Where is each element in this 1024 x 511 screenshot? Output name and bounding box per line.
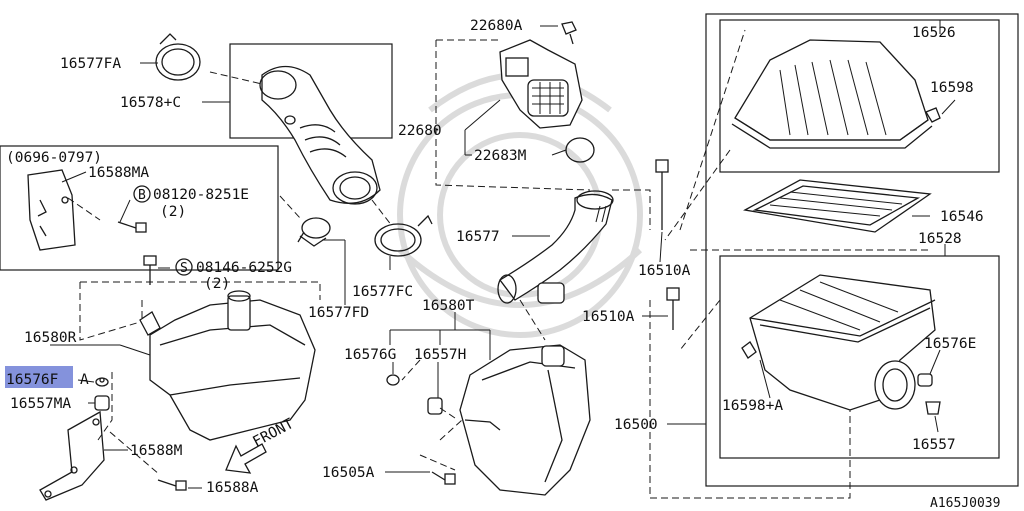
label-screw-qty: (2) (204, 276, 230, 292)
clamp-16577fc[interactable] (374, 214, 433, 257)
label-16510a-lower[interactable]: 16510A (582, 309, 635, 325)
bracket-16588ma[interactable] (27, 169, 76, 251)
screw-s-circle-mark (175, 258, 193, 276)
label-16580r[interactable]: 16580R (24, 330, 77, 346)
label-16557ma[interactable]: 16557MA (10, 396, 71, 412)
label-16577fa[interactable]: 16577FA (60, 56, 121, 72)
air-cleaner-upper-case-16526[interactable] (731, 39, 933, 149)
upper-case-box (719, 19, 1000, 173)
label-16500[interactable]: 16500 (614, 417, 658, 433)
dashed-assembly-lines (67, 29, 930, 499)
grommet-16576fa[interactable] (95, 377, 109, 387)
clamp-16577fa[interactable] (155, 33, 201, 81)
bolt-b-letter: B (138, 188, 146, 203)
label-16557h[interactable]: 16557H (414, 347, 466, 363)
label-16598a[interactable]: 16598+A (722, 398, 783, 414)
selection-highlight (5, 366, 73, 388)
insulator-16557[interactable] (925, 401, 941, 415)
clamp-16577fd[interactable] (297, 217, 331, 247)
bolt-16510a-upper[interactable] (655, 159, 669, 230)
reference-code: A165J0039 (930, 496, 1000, 511)
front-arrow (225, 443, 267, 474)
bolt-16510a-lower[interactable] (666, 287, 680, 330)
label-22683m[interactable]: 22683M (474, 148, 527, 164)
clip-16598a[interactable] (741, 341, 757, 359)
bolt-b-circle-mark (133, 185, 151, 203)
label-16557[interactable]: 16557 (912, 437, 956, 453)
label-16577fc[interactable]: 16577FC (352, 284, 413, 300)
insulator-16557ma[interactable] (94, 395, 110, 411)
label-16576e[interactable]: 16576E (924, 336, 976, 352)
label-16510a-upper[interactable]: 16510A (638, 263, 691, 279)
air-duct-16578[interactable] (259, 65, 381, 205)
label-16588m[interactable]: 16588M (130, 443, 183, 459)
grommet-16576g[interactable] (386, 374, 400, 386)
lower-case-box (719, 255, 1000, 459)
leader-lines (50, 20, 956, 489)
label-bolt-qty: (2) (160, 204, 186, 220)
label-16576fa-suffix[interactable]: A (80, 372, 89, 388)
label-16576f[interactable]: 16576F (6, 372, 58, 388)
air-duct-16577[interactable] (497, 190, 614, 304)
label-16577fd[interactable]: 16577FD (308, 305, 369, 321)
clip-16598[interactable] (925, 107, 941, 123)
label-16526[interactable]: 16526 (912, 25, 956, 41)
label-16598[interactable]: 16598 (930, 80, 974, 96)
label-16580t[interactable]: 16580T (422, 298, 475, 314)
bolt-08120[interactable] (117, 221, 147, 233)
label-16577[interactable]: 16577 (456, 229, 500, 245)
label-16578c[interactable]: 16578+C (120, 95, 181, 111)
insulator-16557h[interactable] (427, 397, 443, 415)
label-16576g[interactable]: 16576G (344, 347, 396, 363)
screw-s-letter: S (180, 261, 188, 276)
label-08146-6252g[interactable]: 08146-6252G (196, 260, 292, 276)
label-16588ma[interactable]: 16588MA (88, 165, 149, 181)
bracket-16588m[interactable] (39, 410, 105, 501)
air-cleaner-lower-case-16528[interactable] (749, 274, 936, 411)
air-flow-meter-22680[interactable] (499, 39, 583, 129)
reservoir-16580t[interactable] (459, 344, 591, 496)
bolt-16588a[interactable] (157, 479, 187, 491)
bracket-detail-box (0, 145, 279, 271)
grommet-16576e[interactable] (917, 373, 933, 387)
label-08120-8251e[interactable]: 08120-8251E (153, 187, 249, 203)
air-filter-element-16546[interactable] (743, 179, 932, 233)
label-16588a[interactable]: 16588A (206, 480, 259, 496)
label-date-range: (0696-0797) (6, 150, 102, 166)
resonator-16580r[interactable] (139, 290, 316, 441)
screw-22680a[interactable] (561, 21, 577, 45)
bolt-16505a[interactable] (431, 471, 456, 485)
label-22680[interactable]: 22680 (398, 123, 442, 139)
label-22680a[interactable]: 22680A (470, 18, 523, 34)
label-16505a[interactable]: 16505A (322, 465, 375, 481)
label-16546[interactable]: 16546 (940, 209, 984, 225)
label-16528[interactable]: 16528 (918, 231, 962, 247)
